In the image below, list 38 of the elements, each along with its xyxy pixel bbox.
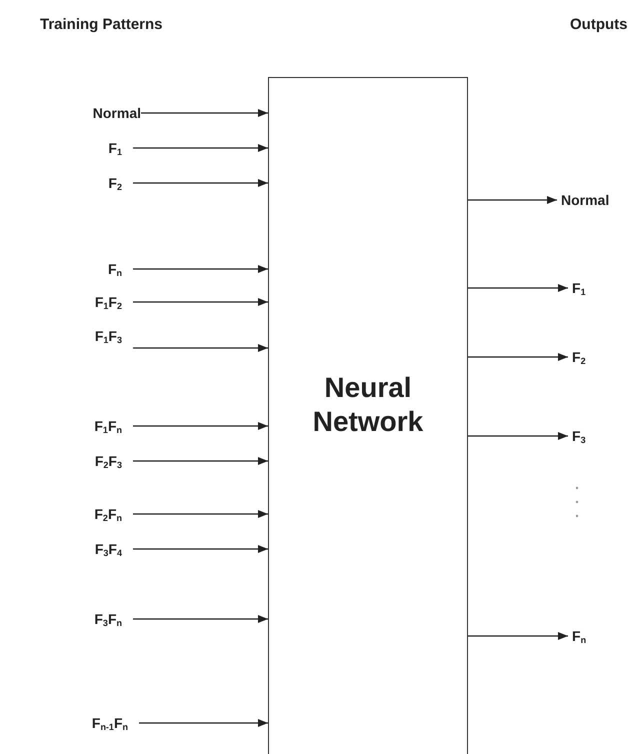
output-label: Normal [561, 191, 621, 209]
arrow [133, 615, 268, 623]
output-label: F$_{2}$ [572, 348, 612, 366]
network-box [268, 77, 468, 754]
input-label: F$_{3}$F$_{n}$ [72, 610, 122, 628]
arrow [133, 422, 268, 430]
column-heading: Training Patterns [40, 16, 163, 33]
column-heading: Outputs [570, 16, 628, 33]
arrow [468, 196, 557, 204]
input-label: F$_{n-1}$F$_{n}$ [58, 714, 128, 732]
arrow [468, 284, 568, 292]
arrow [133, 144, 268, 152]
input-label: F$_{2}$ [82, 174, 122, 192]
input-label: F$_{2}$F$_{3}$ [72, 452, 122, 470]
arrow [133, 265, 268, 273]
arrow [141, 109, 268, 117]
output-label: F$_{3}$ [572, 427, 612, 445]
arrow [468, 353, 568, 361]
input-label: F$_{1}$F$_{3}$ [72, 327, 122, 345]
network-label: Neural Network [312, 371, 424, 439]
arrow [133, 344, 268, 352]
input-label: Normal [81, 104, 141, 122]
output-label: F$_{n}$ [572, 627, 612, 645]
arrow [133, 545, 268, 553]
input-label: F$_{2}$F$_{n}$ [72, 505, 122, 523]
arrow [133, 510, 268, 518]
input-label: F$_{3}$F$_{4}$ [72, 540, 122, 558]
input-label: F$_{1}$F$_{n}$ [72, 417, 122, 435]
arrow [133, 298, 268, 306]
arrow [133, 179, 268, 187]
arrow [468, 432, 568, 440]
input-label: F$_{1}$F$_{2}$ [72, 293, 122, 311]
input-label: F$_{1}$ [82, 139, 122, 157]
arrow [139, 719, 268, 727]
output-label: F$_{1}$ [572, 279, 612, 297]
arrow [468, 632, 568, 640]
input-label: F$_{n}$ [82, 260, 122, 278]
arrow [133, 457, 268, 465]
